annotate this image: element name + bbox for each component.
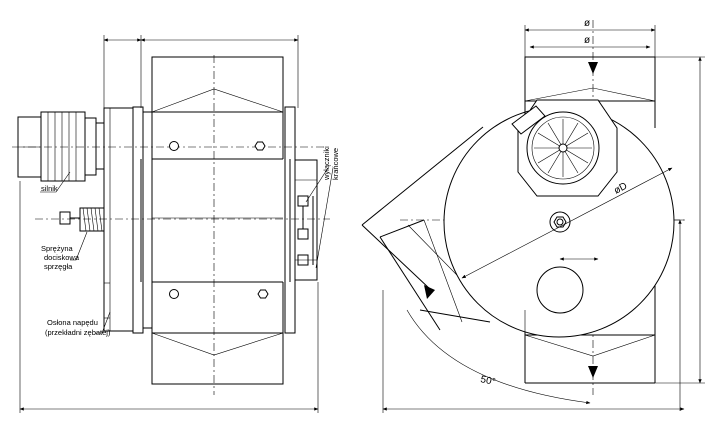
- motor-tab: [511, 105, 546, 135]
- label-cover-2: (przekładni zębatej): [45, 328, 111, 337]
- upper-hopper: [151, 56, 284, 160]
- fan-blades: [534, 119, 592, 177]
- label-cover-1: Osłona napędu: [47, 318, 98, 327]
- gear-cover: [103, 107, 134, 332]
- label-spring-2: dociskowa: [44, 253, 80, 262]
- bolt-hole: [169, 141, 179, 151]
- label-spring-1: Sprężyna: [41, 244, 74, 253]
- inclined-chute: [361, 126, 494, 331]
- chute-arrow: [424, 285, 435, 299]
- coupling-spring: [59, 207, 105, 232]
- hex-bolt: [257, 289, 269, 299]
- limit-switches: [294, 159, 318, 281]
- label-spring-3: sprzęgła: [44, 262, 73, 271]
- dim-outer-diameter: ø: [584, 18, 590, 29]
- label-switches-1: wyłączniki: [322, 146, 331, 181]
- inlet-hopper: [524, 56, 656, 102]
- dim-inner-diameter: ø: [584, 35, 590, 46]
- label-switches-2: krańcowe: [331, 148, 340, 180]
- side-view: [12, 35, 334, 413]
- bolt-hole: [169, 289, 179, 299]
- lower-hopper: [151, 281, 284, 385]
- label-motor: silnik: [41, 184, 58, 193]
- dim-angle: 50°: [479, 374, 496, 388]
- hex-bolt: [254, 141, 266, 151]
- motor: [17, 111, 105, 182]
- gear-motor: [511, 99, 618, 197]
- front-view: [361, 20, 705, 413]
- flow-arrow-out: [588, 366, 598, 378]
- flow-arrow-in: [588, 62, 598, 74]
- top-dimensions: [103, 35, 299, 108]
